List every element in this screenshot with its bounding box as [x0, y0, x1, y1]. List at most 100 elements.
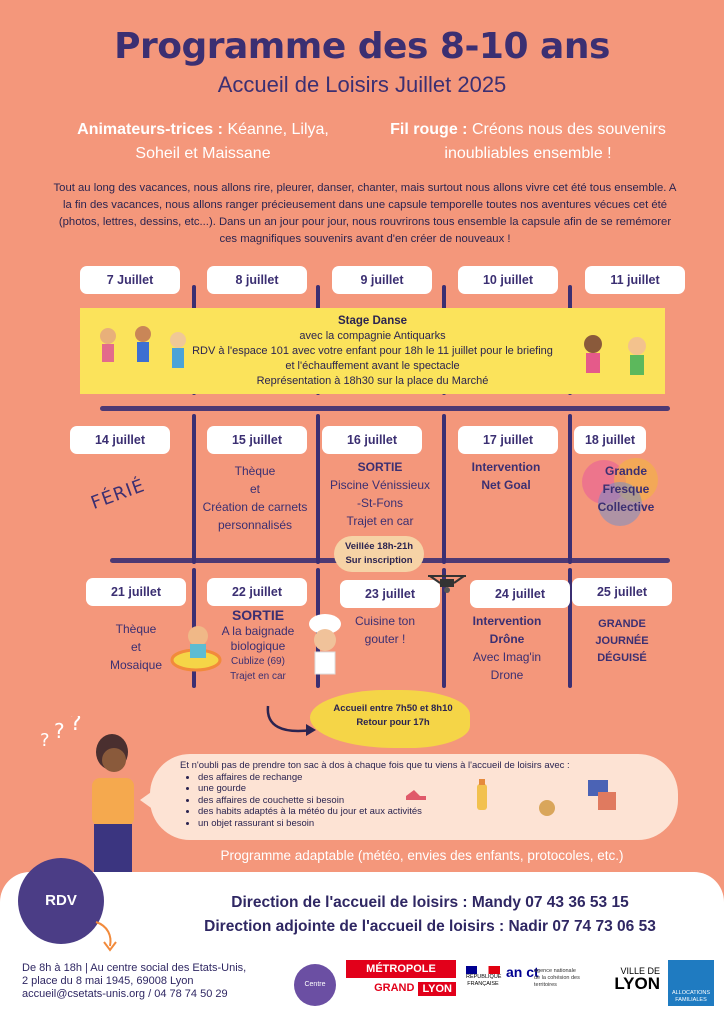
animateurs-names: Kéanne, Lilya, Soheil et Maissane	[135, 121, 329, 162]
footer	[0, 872, 724, 1024]
veillee-badge: Veillée 18h-21h Sur inscription	[334, 536, 424, 572]
activity-line: Collective	[597, 500, 655, 514]
chef-kid-illustration	[309, 614, 341, 675]
activity-line: Grande	[604, 464, 647, 478]
week-divider	[100, 406, 670, 411]
clothes-icon	[588, 780, 616, 810]
grid-line	[568, 414, 572, 564]
bag-checklist: Et n'oubli pas de prendre ton sac à dos …	[180, 760, 640, 829]
activity-title: SORTIE	[231, 607, 285, 623]
stage-line: et l'échauffement avant le spectacle	[285, 360, 460, 372]
grid-line	[192, 414, 196, 564]
ville-de-lyon-logo: VILLE DE LYON	[588, 966, 660, 992]
bottle-icon	[477, 779, 487, 810]
animateurs-block: Animateurs-trices : Kéanne, Lilya, Sohei…	[58, 118, 348, 166]
day-label: 17 juillet	[458, 426, 558, 454]
grid-line	[442, 414, 446, 564]
activity-line: DÉGUISÉ	[597, 652, 647, 664]
logo-text: agence nationale de la cohésion des terr…	[534, 968, 580, 988]
accueil-hours: Accueil entre 7h50 et 8h10 Retour pour 1…	[318, 702, 468, 730]
activity-18: Grande Fresque Collective	[578, 462, 674, 516]
logo-text: ALLOCATIONS FAMILIALES	[671, 990, 711, 1003]
day-label: 21 juillet	[86, 578, 186, 606]
animateurs-label: Animateurs-trices :	[77, 121, 223, 138]
activity-line: et	[130, 640, 141, 654]
adaptable-note: Programme adaptable (météo, envies des e…	[220, 848, 624, 863]
flag-icon	[466, 966, 500, 974]
activity-title: SORTIE	[357, 460, 403, 474]
activity-16: SORTIE Piscine Vénissieux -St-Fons Traje…	[318, 458, 442, 530]
activity-line: Cuisine ton	[354, 614, 416, 628]
bag-item: des habits adaptés à la météo du jour et…	[198, 806, 640, 818]
activity-17: Intervention Net Goal	[446, 458, 566, 494]
stage-line: avec la compagnie Antiquarks	[299, 330, 446, 342]
stage-danse-banner: Stage Danse avec la compagnie Antiquarks…	[80, 308, 665, 394]
activity-23: Cuisine ton gouter !	[340, 612, 430, 648]
intro-paragraph: Tout au long des vacances, nous allons r…	[53, 182, 677, 245]
activity-line: Drone	[490, 668, 524, 682]
activity-line: Thèque	[234, 464, 276, 478]
logo-text: LYON	[614, 974, 660, 993]
activity-line: Avec Imag'in	[472, 650, 542, 664]
grid-line	[316, 414, 320, 564]
curved-arrow-icon	[95, 921, 117, 952]
logo-text: MÉTROPOLE	[346, 960, 456, 978]
republique-francaise-logo: RÉPUBLIQUE FRANÇAISE	[466, 966, 502, 988]
activity-line: Mosaique	[109, 658, 163, 672]
svg-text:?: ?	[40, 730, 50, 751]
svg-text:?: ?	[70, 716, 82, 736]
accueil-splash	[310, 690, 470, 748]
bag-intro: Et n'oubli pas de prendre ton sac à dos …	[180, 760, 570, 771]
veillee-line: Veillée 18h-21h	[344, 541, 414, 552]
activity-line: A la baignade	[221, 624, 295, 638]
day-label: 10 juillet	[458, 266, 558, 294]
activity-line: GRANDE	[598, 618, 646, 630]
activity-line: Fresque	[602, 482, 650, 496]
day-label: 22 juillet	[207, 578, 307, 606]
dancing-kids-illustration	[584, 335, 646, 375]
activity-25: GRANDE JOURNÉE DÉGUISÉ	[572, 616, 672, 667]
paint-splash-illustration	[582, 458, 658, 526]
anct-logo: an ct agence nationale de la cohésion de…	[506, 964, 582, 988]
logo-text: LYON	[418, 982, 456, 996]
activity-line: biologique	[230, 639, 286, 653]
logo-text: an ct	[506, 964, 539, 980]
activity-line: JOURNÉE	[595, 635, 649, 647]
activity-line: Création de carnets personnalisés	[202, 500, 308, 532]
fil-rouge-block: Fil rouge : Créons nous des souvenirs in…	[378, 118, 678, 166]
day-label: 7 Juillet	[80, 266, 180, 294]
metropole-logo: MÉTROPOLE GRAND LYON	[346, 960, 456, 1004]
drone-icon	[428, 575, 466, 593]
activity-line: Intervention	[471, 460, 541, 474]
logo-text: VILLE DE	[620, 966, 660, 976]
toy-icon	[539, 800, 555, 816]
day-label: 24 juillet	[470, 580, 570, 608]
bag-item: une gourde	[198, 783, 640, 795]
day-label: 8 juillet	[207, 266, 307, 294]
thinking-girl-illustration: ? ? ?	[40, 716, 134, 876]
address-line: 2 place du 8 mai 1945, 69008 Lyon	[22, 975, 194, 987]
day-label: 18 juillet	[574, 426, 646, 454]
day-label: 11 juillet	[585, 266, 685, 294]
accueil-line: Accueil entre 7h50 et 8h10	[333, 703, 453, 714]
direction-adjointe-contact: Direction adjointe de l'accueil de loisi…	[204, 918, 656, 935]
caf-logo: ALLOCATIONS FAMILIALES	[668, 960, 714, 1006]
logo-text: RÉPUBLIQUE FRANÇAISE	[466, 974, 502, 987]
activity-15: Thèque et Création de carnets personnali…	[196, 462, 314, 534]
bag-item: des affaires de rechange	[198, 772, 640, 784]
activity-line: Trajet en car	[346, 514, 414, 528]
fil-rouge-label: Fil rouge :	[390, 121, 468, 138]
day-label: 25 juillet	[572, 578, 672, 606]
logo-row: GRAND LYON	[346, 982, 456, 996]
stage-line: Représentation à 18h30 sur la place du M…	[256, 375, 489, 387]
grid-line	[568, 568, 572, 688]
rdv-badge: RDV	[18, 858, 104, 944]
activity-21: Thèque et Mosaique	[86, 620, 186, 674]
page-subtitle: Accueil de Loisirs Juillet 2025	[217, 72, 507, 97]
svg-text:?: ?	[54, 719, 65, 743]
centre-social-logo: Centre Social	[294, 964, 336, 1024]
day-label: 15 juillet	[207, 426, 307, 454]
stage-title: Stage Danse	[337, 315, 408, 327]
activity-line: gouter !	[364, 632, 406, 646]
bag-item: des affaires de couchette si besoin	[198, 795, 640, 807]
